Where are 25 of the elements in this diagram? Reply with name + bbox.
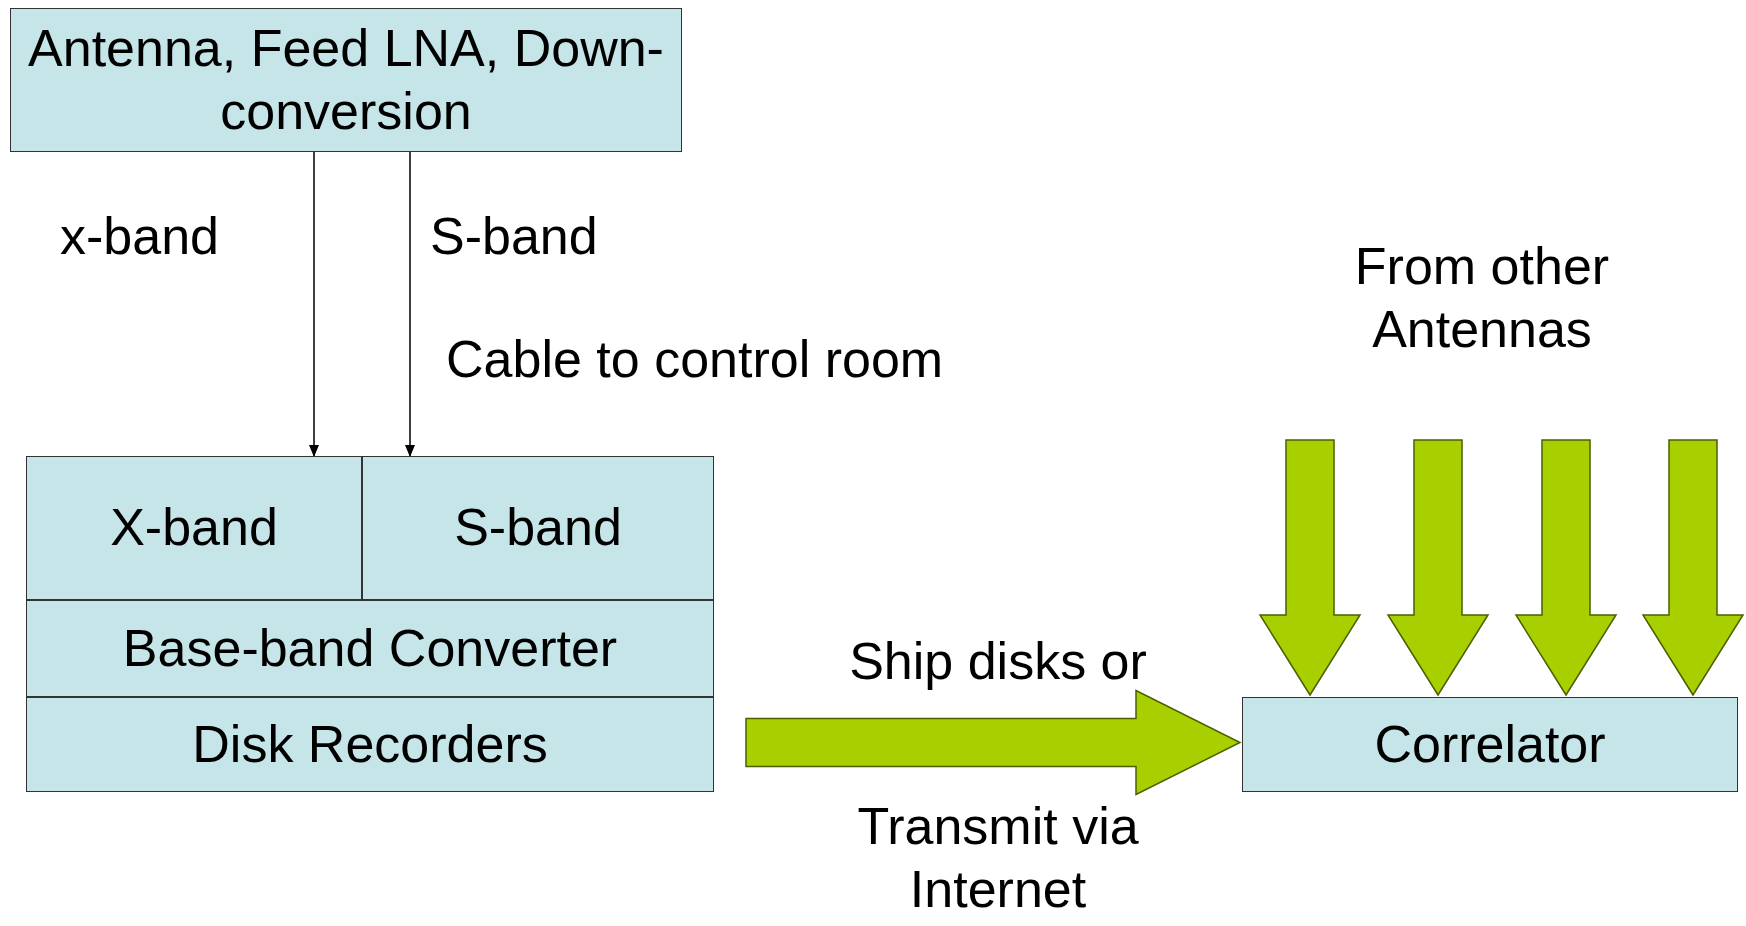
block-arrow — [1514, 439, 1618, 697]
process-box — [26, 697, 714, 792]
process-box — [10, 8, 682, 152]
arrow — [309, 151, 319, 457]
box-text: S-band — [454, 497, 622, 559]
process-box — [26, 600, 714, 697]
process-box — [1242, 697, 1738, 792]
box-text: Base-band Converter — [122, 617, 618, 679]
box-text: Correlator — [1374, 713, 1606, 775]
block-arrow — [1258, 439, 1362, 697]
edge-label: S-band — [430, 206, 598, 267]
process-box — [26, 456, 362, 600]
block-arrow — [1386, 439, 1490, 697]
edge-label: x-band — [60, 206, 219, 267]
edge-label: Ship disks or — [849, 631, 1147, 692]
process-box — [362, 456, 714, 600]
box-text: Disk Recorders — [192, 713, 548, 775]
note-text: Cable to control room — [446, 329, 944, 390]
box-text: Antenna, Feed LNA, Down-conversion — [27, 17, 665, 142]
edge-label: Transmit via Internet — [856, 796, 1140, 921]
note-text: From other Antennas — [1353, 236, 1611, 361]
box-text: X-band — [110, 497, 278, 559]
block-arrow — [1641, 439, 1745, 697]
block-arrow — [745, 689, 1242, 796]
arrow — [405, 151, 415, 457]
